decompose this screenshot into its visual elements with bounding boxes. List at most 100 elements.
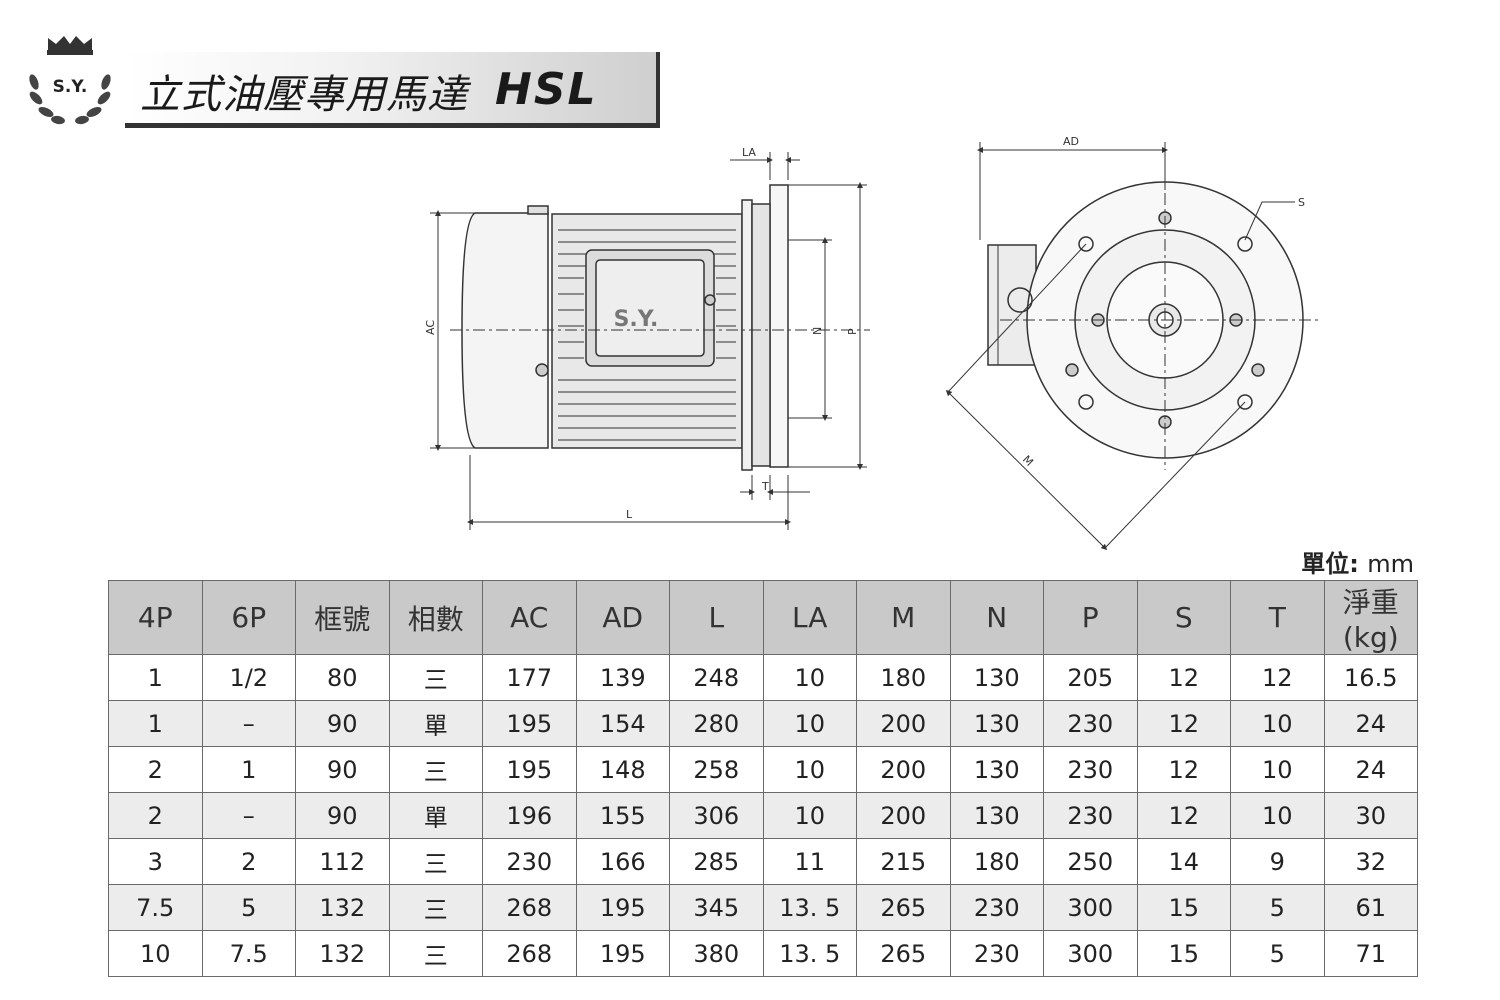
table-cell: 1/2 bbox=[201, 654, 296, 701]
table-cell: 155 bbox=[575, 792, 670, 839]
table-cell: 1 bbox=[108, 700, 203, 747]
table-cell: 112 bbox=[295, 838, 390, 885]
table-cell: 345 bbox=[669, 884, 764, 931]
dim-label-ad: AD bbox=[1063, 135, 1079, 148]
table-cell: 130 bbox=[949, 746, 1044, 793]
table-cell: 11 bbox=[762, 838, 857, 885]
table-cell: 132 bbox=[295, 884, 390, 931]
table-cell: – bbox=[201, 700, 296, 747]
table-cell: 24 bbox=[1323, 746, 1418, 793]
table-cell: 200 bbox=[856, 792, 951, 839]
table-cell: 180 bbox=[856, 654, 951, 701]
brand-logo: S.Y. bbox=[29, 36, 111, 125]
model-name: HSL bbox=[495, 64, 598, 115]
table-cell: 7.5 bbox=[201, 930, 296, 977]
table-cell: 195 bbox=[575, 930, 670, 977]
table-cell: 15 bbox=[1136, 884, 1231, 931]
table-cell: 9 bbox=[1230, 838, 1325, 885]
col-header-s: S bbox=[1136, 580, 1231, 655]
table-cell: 300 bbox=[1043, 884, 1138, 931]
col-header-4p: 4P bbox=[108, 580, 203, 655]
table-cell: 80 bbox=[295, 654, 390, 701]
table-cell: 單 bbox=[388, 792, 483, 839]
dim-label-ac: AC bbox=[424, 320, 437, 335]
table-cell: 13. 5 bbox=[762, 884, 857, 931]
brand-text: S.Y. bbox=[53, 77, 88, 97]
table-cell: 10 bbox=[762, 654, 857, 701]
table-cell: 單 bbox=[388, 700, 483, 747]
table-cell: 10 bbox=[1230, 700, 1325, 747]
table-cell: 10 bbox=[1230, 792, 1325, 839]
table-cell: 200 bbox=[856, 700, 951, 747]
table-cell: 268 bbox=[482, 930, 577, 977]
table-cell: 7.5 bbox=[108, 884, 203, 931]
page-title: 立式油壓專用馬達 bbox=[140, 72, 468, 118]
table-cell: 61 bbox=[1323, 884, 1418, 931]
table-cell: 32 bbox=[1323, 838, 1418, 885]
table-cell: 1 bbox=[108, 654, 203, 701]
table-cell: 10 bbox=[762, 700, 857, 747]
table-cell: 200 bbox=[856, 746, 951, 793]
table-cell: 306 bbox=[669, 792, 764, 839]
table-cell: 195 bbox=[482, 700, 577, 747]
col-header-frame: 框號 bbox=[295, 580, 390, 655]
col-header-l: L bbox=[669, 580, 764, 655]
dim-label-s: S bbox=[1298, 196, 1305, 209]
title-banner bbox=[125, 52, 660, 128]
table-header-row: 4P 6P 框號 相數 AC AD L LA M N P S T 淨重(kg) bbox=[108, 580, 1418, 655]
table-cell: 154 bbox=[575, 700, 670, 747]
table-cell: 166 bbox=[575, 838, 670, 885]
side-view bbox=[450, 184, 870, 471]
table-cell: 12 bbox=[1136, 654, 1231, 701]
table-cell: 30 bbox=[1323, 792, 1418, 839]
table-cell: 13. 5 bbox=[762, 930, 857, 977]
motor-drawing: S.Y. LA AC N P T L bbox=[424, 135, 1320, 550]
table-cell: 90 bbox=[295, 700, 390, 747]
table-cell: 265 bbox=[856, 930, 951, 977]
unit-label: 單位: bbox=[1301, 550, 1359, 578]
col-header-p: P bbox=[1043, 580, 1138, 655]
table-cell: 215 bbox=[856, 838, 951, 885]
table-cell: 10 bbox=[1230, 746, 1325, 793]
table-cell: 300 bbox=[1043, 930, 1138, 977]
table-cell: 2 bbox=[108, 792, 203, 839]
table-cell: 380 bbox=[669, 930, 764, 977]
dim-label-n: N bbox=[811, 327, 824, 335]
table-cell: 三 bbox=[388, 654, 483, 701]
col-header-n: N bbox=[949, 580, 1044, 655]
table-cell: 195 bbox=[482, 746, 577, 793]
table-cell: 258 bbox=[669, 746, 764, 793]
col-header-ac: AC bbox=[482, 580, 577, 655]
table-cell: 3 bbox=[108, 838, 203, 885]
col-header-ad: AD bbox=[575, 580, 670, 655]
col-header-m: M bbox=[856, 580, 951, 655]
table-cell: 5 bbox=[1230, 930, 1325, 977]
table-cell: 90 bbox=[295, 792, 390, 839]
table-cell: 15 bbox=[1136, 930, 1231, 977]
table-cell: 12 bbox=[1136, 792, 1231, 839]
table-cell: 265 bbox=[856, 884, 951, 931]
col-header-weight: 淨重(kg) bbox=[1323, 580, 1418, 655]
table-cell: 三 bbox=[388, 746, 483, 793]
table-cell: 三 bbox=[388, 884, 483, 931]
table-cell: 250 bbox=[1043, 838, 1138, 885]
table-cell: 148 bbox=[575, 746, 670, 793]
col-header-phase: 相數 bbox=[388, 580, 483, 655]
table-cell: 230 bbox=[1043, 792, 1138, 839]
table-cell: 180 bbox=[949, 838, 1044, 885]
table-cell: 130 bbox=[949, 700, 1044, 747]
table-cell: 10 bbox=[762, 792, 857, 839]
table-cell: 230 bbox=[1043, 746, 1138, 793]
table-cell: 2 bbox=[201, 838, 296, 885]
table-cell: 5 bbox=[201, 884, 296, 931]
nameplate-text: S.Y. bbox=[614, 307, 659, 332]
front-view bbox=[987, 170, 1320, 470]
table-cell: 285 bbox=[669, 838, 764, 885]
table-cell: 16.5 bbox=[1323, 654, 1418, 701]
